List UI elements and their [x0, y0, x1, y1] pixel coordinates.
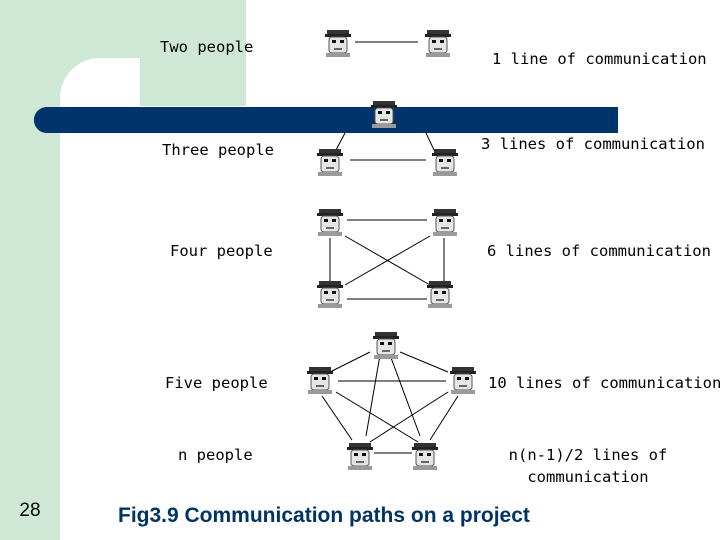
label-two-lines: 1 line of communication: [492, 50, 707, 68]
label-two-people: Two people: [160, 38, 254, 56]
person-icon: [411, 442, 439, 471]
person-icon: [370, 100, 398, 129]
link-5-h: [389, 354, 421, 437]
person-icon: [306, 366, 334, 395]
two-people-group: [324, 29, 452, 58]
label-three-lines: 3 lines of communication: [481, 135, 705, 153]
person-icon: [431, 208, 459, 237]
person-icon: [449, 366, 477, 395]
person-icon: [324, 29, 352, 58]
link-5-a: [329, 351, 371, 373]
link-5-j: [369, 391, 449, 443]
person-icon: [316, 148, 344, 177]
label-five-lines: 10 lines of communication: [488, 374, 720, 392]
four-people-group: [316, 208, 459, 309]
three-people-group: [316, 100, 459, 177]
link-5-b: [399, 351, 449, 373]
person-icon: [431, 148, 459, 177]
slide-sidebar: [0, 0, 60, 540]
label-four-people: Four people: [170, 242, 273, 260]
label-n-lines-1: n(n-1)/2 lines of: [508, 446, 668, 464]
person-icon: [316, 208, 344, 237]
person-icon: [426, 280, 454, 309]
five-people-group: [306, 331, 477, 471]
title-bar: [34, 107, 618, 133]
link-5-c: [321, 395, 353, 441]
link-3-b: [425, 132, 435, 151]
label-n-people: n people: [178, 446, 253, 464]
person-icon: [346, 442, 374, 471]
label-n-lines-2: communication: [527, 468, 649, 486]
link-5-d: [429, 395, 459, 441]
person-icon: [424, 29, 452, 58]
slide-number: 28: [19, 500, 41, 521]
figure-caption: Fig3.9 Communication paths on a project: [118, 504, 530, 527]
label-four-lines: 6 lines of communication: [487, 242, 711, 260]
link-4-f: [344, 235, 431, 286]
label-three-people: Three people: [162, 141, 274, 159]
person-icon: [372, 331, 400, 360]
link-5-g: [365, 354, 381, 437]
link-3-a: [335, 132, 346, 151]
person-icon: [316, 280, 344, 309]
link-5-i: [335, 391, 419, 443]
label-five-people: Five people: [165, 374, 268, 392]
